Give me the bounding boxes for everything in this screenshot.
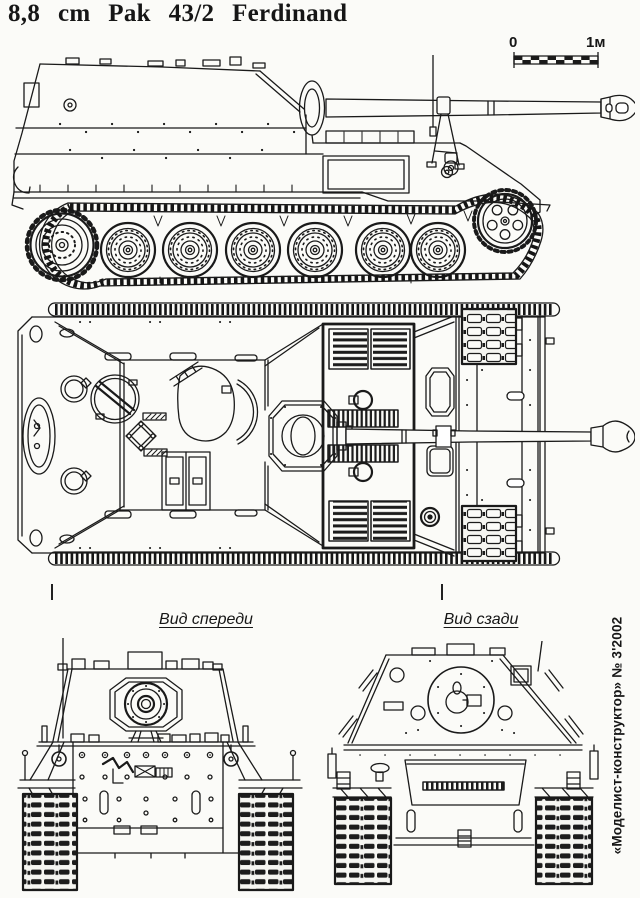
centerline-tick-right — [441, 584, 443, 600]
gun-barrel-plan — [345, 420, 635, 453]
travel-lock — [426, 96, 465, 179]
muzzle-brake-plan — [590, 420, 635, 453]
rear-view-drawing — [327, 641, 599, 886]
hull — [11, 56, 551, 218]
antenna-rear — [537, 641, 543, 672]
glacis-front — [72, 741, 224, 854]
gun-barrel — [325, 94, 635, 122]
front-view-drawing — [17, 638, 303, 892]
engine-grilles — [321, 322, 416, 550]
travel-lock-plan — [435, 425, 452, 448]
scale-start-label: 0 — [509, 34, 518, 51]
engine-deck — [312, 130, 461, 176]
spare-track-links — [460, 307, 523, 563]
mantlet-plan — [264, 359, 353, 511]
casemate-roof — [54, 321, 324, 549]
scale-end-label: 1м — [586, 34, 606, 51]
rear-hatch-plate — [427, 666, 495, 734]
tracks-front — [21, 792, 295, 892]
loader-hatch — [161, 451, 211, 511]
centerline-tick-left — [51, 584, 53, 600]
scale-bar — [513, 52, 599, 68]
road-wheels — [24, 188, 538, 283]
tracks-rear — [333, 796, 594, 886]
scale-bar-checker — [514, 56, 598, 64]
mantlet-front — [109, 677, 183, 732]
headlights — [51, 744, 239, 767]
lower-rear-plate — [404, 759, 527, 806]
rear-view-label: Вид сзади — [443, 611, 519, 628]
top-view-drawing — [17, 302, 635, 566]
commander-hatch — [90, 374, 140, 424]
gun-mantlet — [298, 80, 326, 155]
page-title: 8,8 cm Pak 43/2 Ferdinand — [8, 0, 348, 27]
front-view-label: Вид спереди — [159, 611, 253, 628]
track — [38, 193, 544, 290]
side-view-drawing — [11, 55, 635, 290]
magazine-credit: «Моделист-конструктор» № 3'2002 — [609, 616, 625, 855]
hull-plan — [17, 307, 546, 563]
antenna — [429, 55, 437, 137]
track-bands — [47, 302, 561, 566]
